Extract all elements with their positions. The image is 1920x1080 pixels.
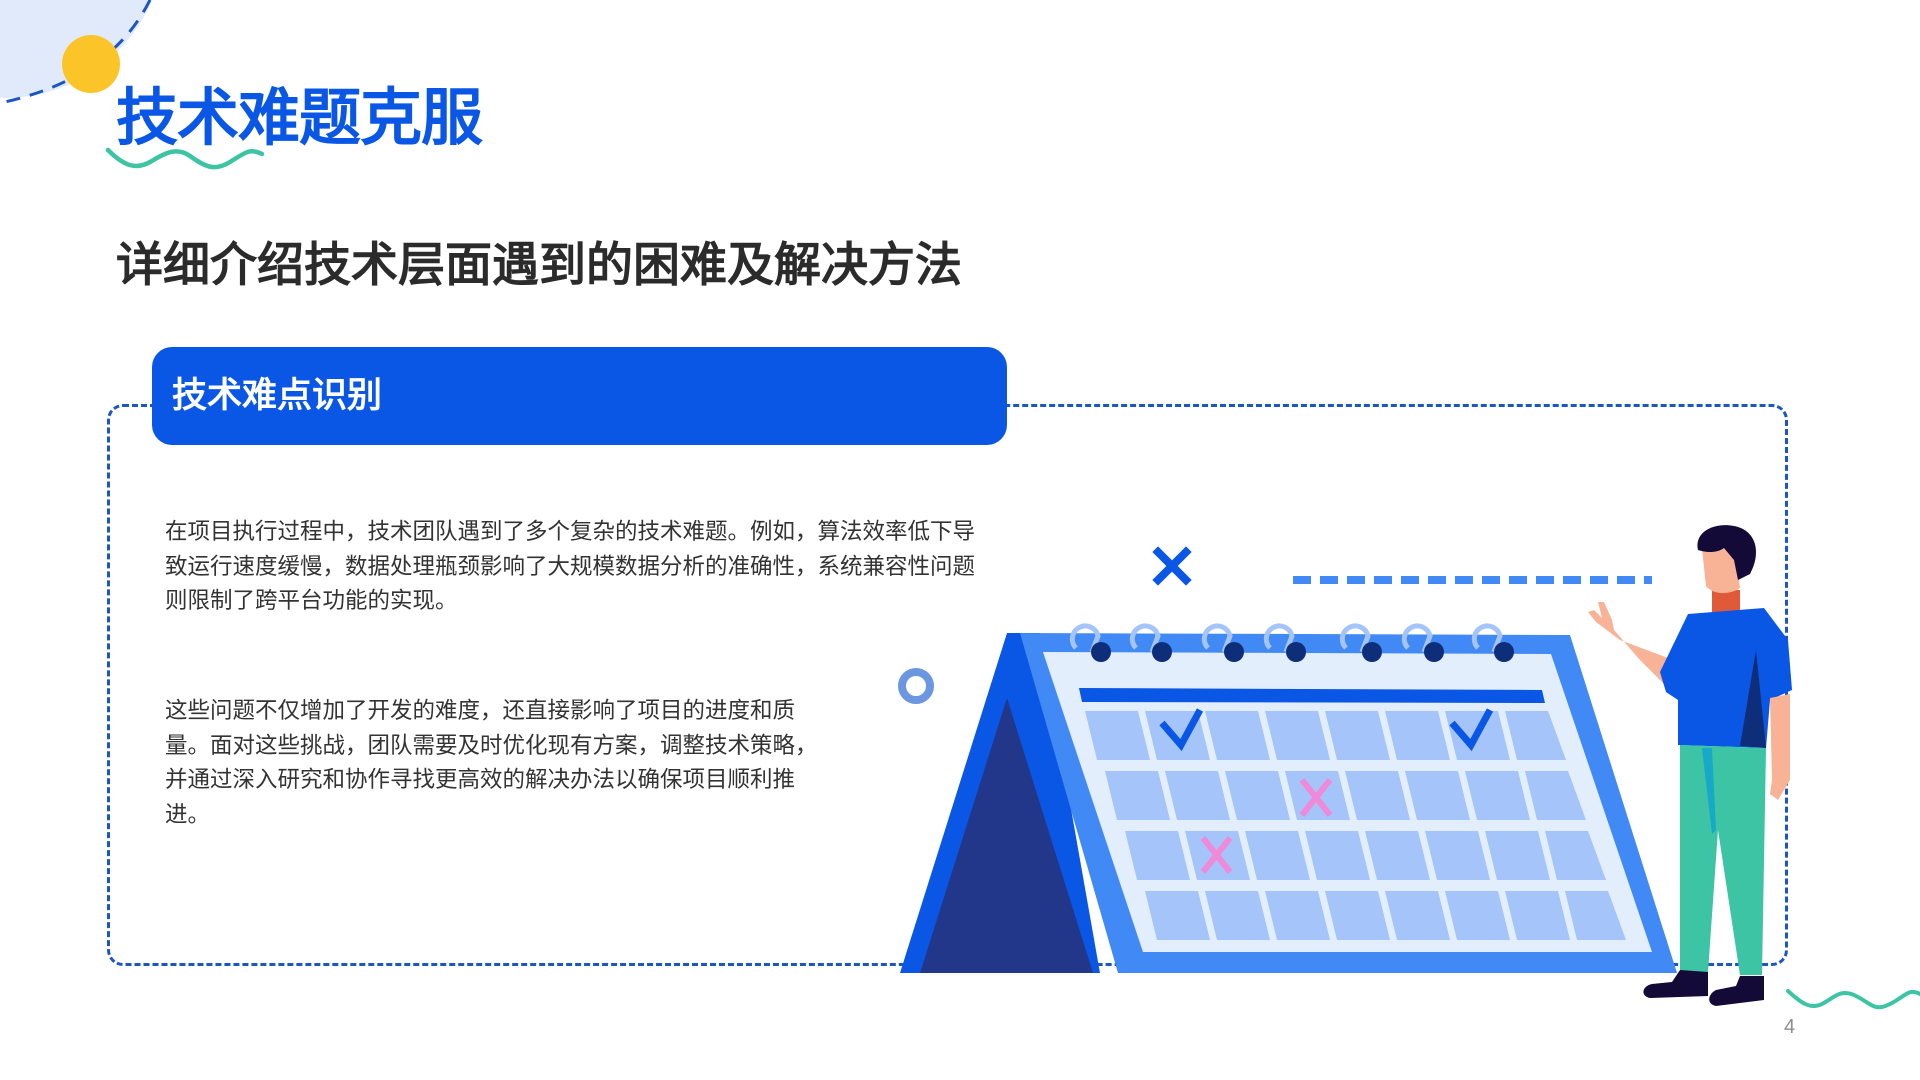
footer-wave-icon	[1786, 989, 1920, 1010]
page-title: 技术难题克服	[116, 81, 483, 154]
card-paragraph-2: 这些问题不仅增加了开发的难度，还直接影响了项目的进度和质量。面对这些挑战，团队需…	[165, 698, 818, 828]
person-shoe-left	[1643, 970, 1708, 998]
page-subtitle: 详细介绍技术层面遇到的困难及解决方法	[116, 238, 962, 293]
card-paragraph-1: 在项目执行过程中，技术团队遇到了多个复杂的技术难题。例如，算法效率低下导致运行速…	[165, 519, 976, 614]
card-header-bar: 技术难点识别	[152, 347, 1007, 445]
card-header-label: 技术难点识别	[172, 376, 383, 416]
yellow-dot	[62, 35, 120, 93]
page-number: 4	[1784, 1016, 1796, 1038]
content-card-frame	[107, 404, 1788, 966]
person-shoe-right	[1709, 976, 1764, 1006]
